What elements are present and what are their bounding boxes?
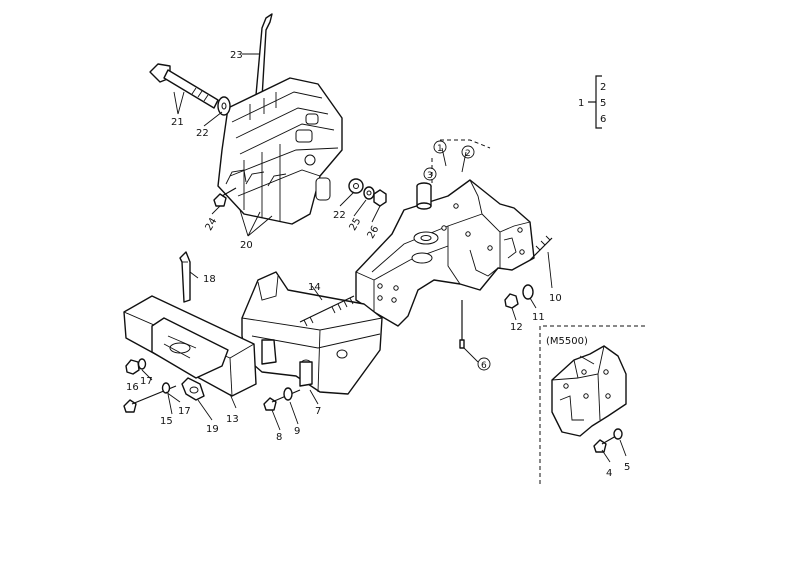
callout-24: 24 bbox=[204, 216, 220, 233]
front-bracket-2 bbox=[355, 179, 535, 327]
legend-item-3: 6 bbox=[600, 114, 606, 125]
callout-5: 5 bbox=[624, 462, 630, 473]
nut-16 bbox=[125, 359, 140, 375]
washer-5 bbox=[613, 428, 623, 440]
callout-22-right: 22 bbox=[333, 210, 346, 221]
callout-4: 4 bbox=[606, 468, 612, 479]
bolt-21 bbox=[149, 63, 219, 109]
weight-block-13 bbox=[123, 295, 257, 397]
clip-19 bbox=[181, 377, 205, 401]
washer-22-right bbox=[348, 178, 364, 194]
callout-3: 3 bbox=[427, 171, 433, 181]
rod-14 bbox=[299, 295, 355, 327]
washer-17-upper bbox=[137, 358, 147, 370]
callout-10: 10 bbox=[549, 293, 562, 304]
callout-13: 13 bbox=[226, 414, 239, 425]
legend-parent: 1 bbox=[578, 98, 584, 109]
callout-16: 16 bbox=[126, 382, 139, 393]
callout-12: 12 bbox=[510, 322, 523, 333]
callout-circle-3 bbox=[423, 167, 437, 181]
pin-3 bbox=[416, 182, 432, 210]
m5500-variant-frame bbox=[539, 325, 648, 484]
nut-12 bbox=[504, 293, 519, 309]
dowel-6 bbox=[459, 300, 465, 349]
callout-23: 23 bbox=[230, 50, 243, 61]
callout-2: 2 bbox=[465, 149, 471, 159]
callout-21: 21 bbox=[171, 117, 184, 128]
bolt-8 bbox=[263, 389, 301, 411]
washer-9 bbox=[283, 387, 293, 401]
weight-bracket-7 bbox=[241, 271, 383, 395]
callout-17-lower: 17 bbox=[178, 406, 191, 417]
bolt-10 bbox=[529, 235, 553, 261]
callout-9: 9 bbox=[294, 426, 300, 437]
variant-label-m5500: (M5500) bbox=[546, 336, 588, 347]
callout-17-upper: 17 bbox=[140, 376, 153, 387]
bolt-4 bbox=[593, 435, 617, 453]
callout-20: 20 bbox=[240, 240, 253, 251]
washer-17-lower bbox=[161, 382, 171, 394]
callout-26: 26 bbox=[366, 224, 382, 241]
callout-6: 6 bbox=[481, 361, 487, 371]
front-weight-stack bbox=[217, 13, 343, 225]
legend-bracket bbox=[588, 75, 602, 129]
callout-14: 14 bbox=[308, 282, 321, 293]
callout-labels: 23 21 22 24 20 22 25 26 1 2 3 6 10 11 12… bbox=[126, 50, 630, 479]
m5500-bracket bbox=[551, 345, 627, 437]
leader-lines bbox=[141, 53, 627, 463]
legend-item-2: 5 bbox=[600, 98, 606, 109]
nut-25 bbox=[363, 186, 375, 200]
washer-22-left bbox=[217, 96, 231, 116]
handle-18 bbox=[179, 251, 191, 303]
legend-item-1: 2 bbox=[600, 82, 606, 93]
callout-7: 7 bbox=[315, 406, 321, 417]
callout-circle-6 bbox=[477, 357, 491, 371]
callout-1: 1 bbox=[437, 144, 443, 154]
callout-25: 25 bbox=[348, 216, 364, 233]
bolt-24 bbox=[213, 187, 237, 207]
callout-19: 19 bbox=[206, 424, 219, 435]
callout-15: 15 bbox=[160, 416, 173, 427]
washer-11 bbox=[522, 284, 534, 300]
group-dash-1 bbox=[440, 139, 491, 149]
callout-circle-1 bbox=[433, 140, 447, 154]
legend: 1 2 5 6 bbox=[578, 82, 606, 125]
callout-8: 8 bbox=[276, 432, 282, 443]
callout-22-left: 22 bbox=[196, 128, 209, 139]
callout-circle-2 bbox=[461, 145, 475, 159]
callout-11: 11 bbox=[532, 312, 545, 323]
callout-18: 18 bbox=[203, 274, 216, 285]
nut-26 bbox=[373, 189, 387, 207]
